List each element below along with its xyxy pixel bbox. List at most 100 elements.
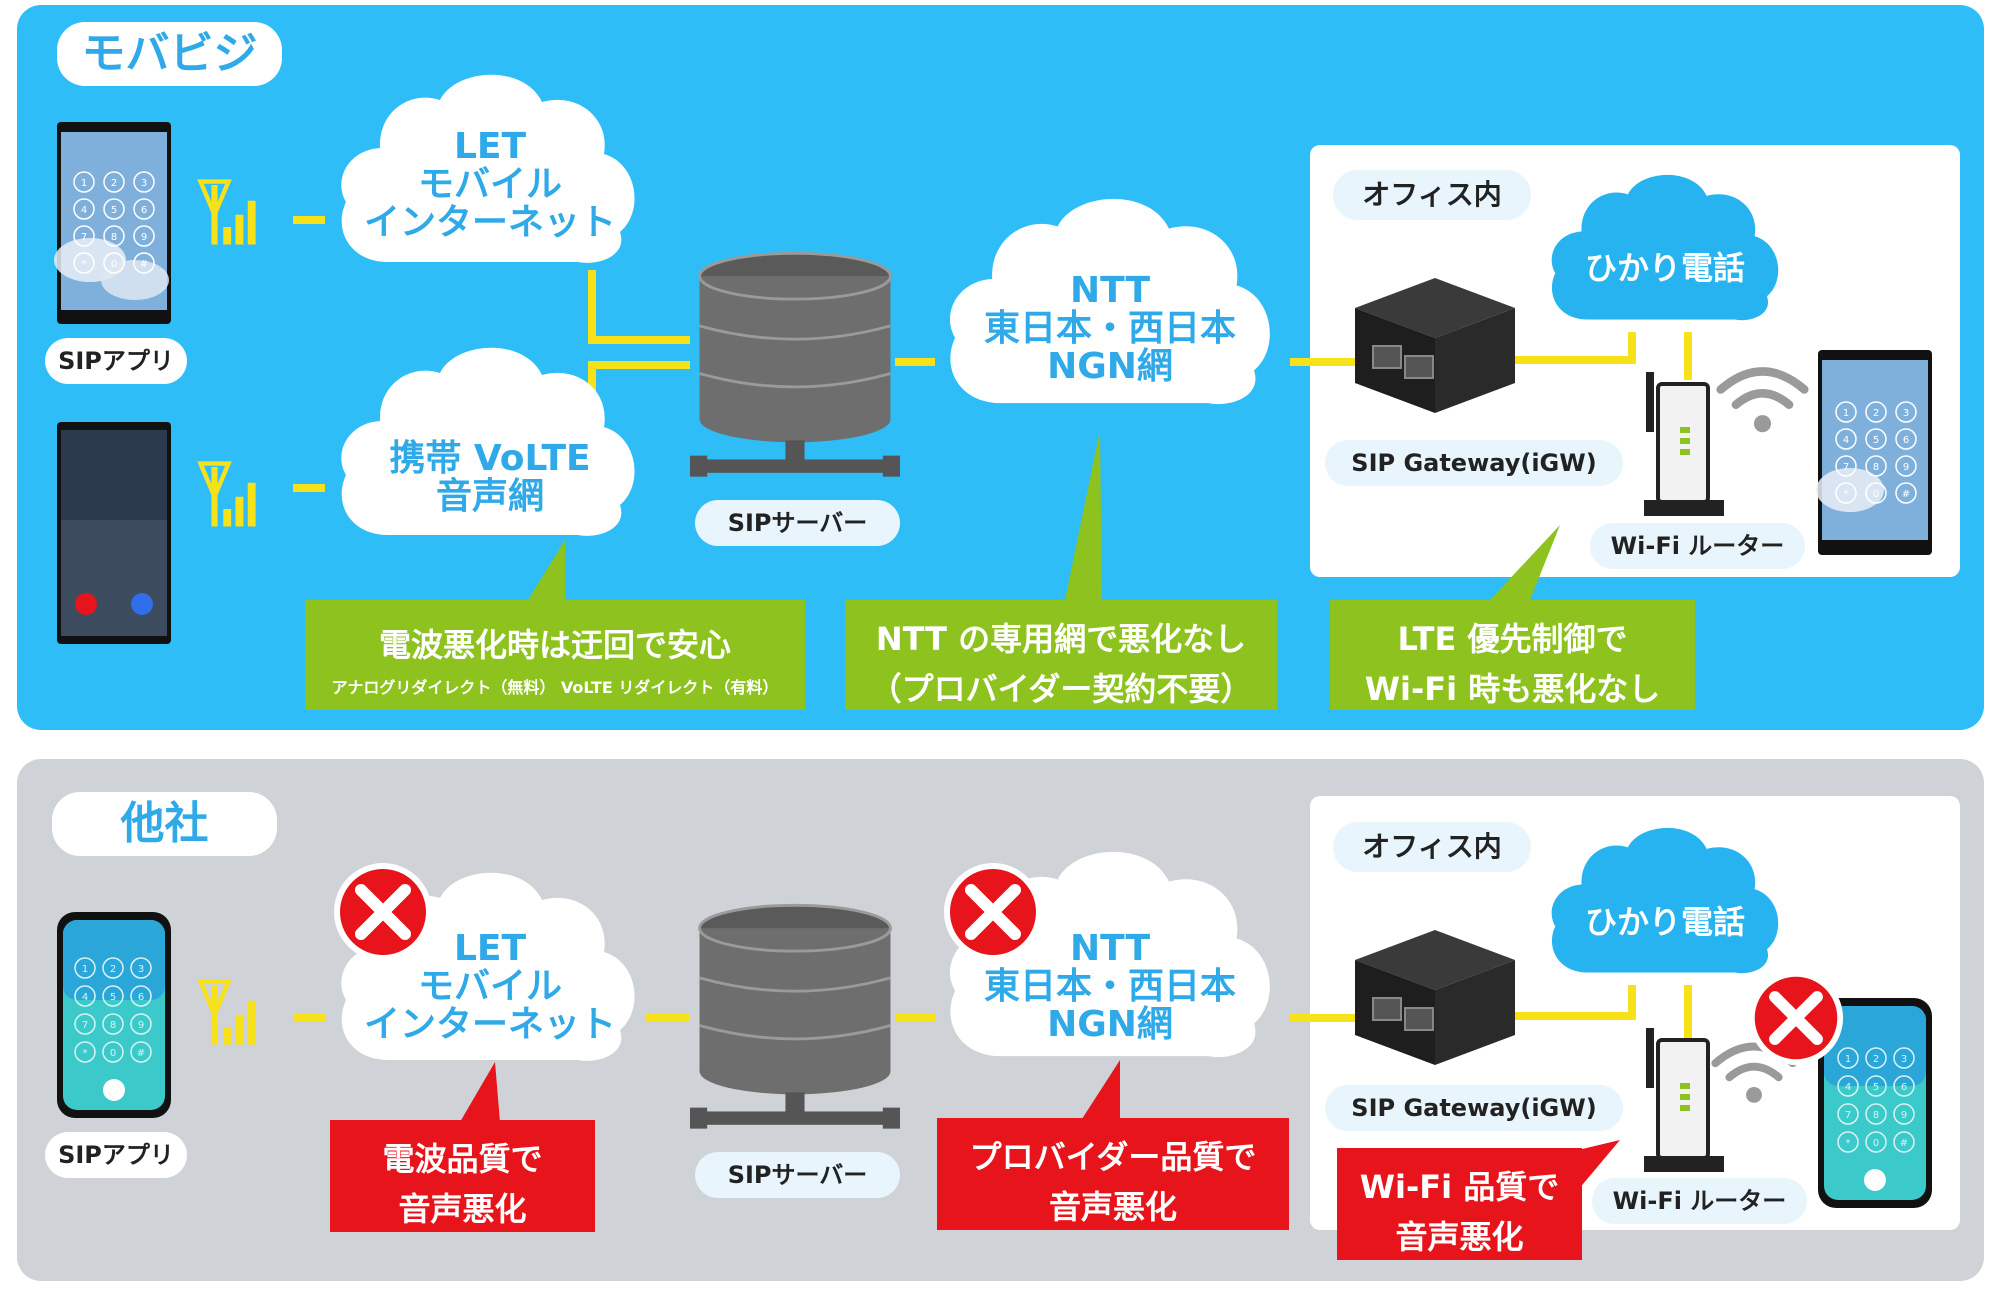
dial-key [1865, 455, 1887, 477]
dial-key [103, 171, 125, 193]
dial-key [74, 1013, 96, 1035]
antenna-icon [201, 982, 256, 1045]
router-icon [1642, 372, 1726, 518]
dial-key-label: 3 [138, 964, 144, 975]
bottom-sip-phone [57, 912, 171, 1118]
dial-key-label: 0 [111, 259, 117, 270]
bottom-connectors [293, 985, 1692, 1040]
sip-server-icon [690, 903, 900, 1131]
top-sip-phone-2 [57, 422, 171, 644]
cloud-hikari-top [1551, 174, 1779, 321]
dial-key [1893, 1075, 1915, 1097]
dial-key-label: 9 [141, 232, 147, 243]
dial-key [1865, 401, 1887, 423]
callout-pointer [1490, 525, 1560, 600]
dial-key-label: 7 [1845, 1110, 1851, 1121]
callout-bottom-1: 電波品質で 音声悪化 [330, 1120, 595, 1232]
dial-key-label: 0 [1873, 489, 1879, 500]
callout-pointer [1065, 430, 1102, 600]
dial-key [103, 225, 125, 247]
dial-key-label: 2 [111, 178, 117, 189]
dial-key [133, 198, 155, 220]
dial-key-label: 4 [82, 992, 88, 1003]
dial-key [1865, 1047, 1887, 1069]
callout-top-2: NTT の専用網で悪化なし （プロバイダー契約不要） [845, 600, 1277, 710]
dial-key-label: 2 [1873, 1054, 1879, 1065]
cloud-hikari-text: ひかり電話 [1584, 903, 1745, 941]
dial-key [73, 225, 95, 247]
callout-bottom-2: プロバイダー品質で 音声悪化 [937, 1118, 1289, 1230]
dial-key [74, 985, 96, 1007]
cloud-let-text: LET モバイル インターネット [363, 126, 616, 243]
cloud-ntt-text: NTT 東日本・西日本 NGN網 [983, 928, 1236, 1045]
sip-app-label: SIPアプリ [45, 1132, 187, 1178]
dial-key [1895, 482, 1917, 504]
dial-key-label: 4 [81, 205, 87, 216]
dial-key-label: 6 [1901, 1082, 1907, 1093]
router-icon [1642, 1028, 1726, 1174]
dial-key [130, 1041, 152, 1063]
office-label: オフィス内 [1333, 822, 1531, 872]
dial-key [1893, 1131, 1915, 1153]
dial-key [73, 171, 95, 193]
gateway-label: SIP Gateway(iGW) [1325, 440, 1623, 486]
sip-server-label: SIPサーバー [695, 500, 900, 546]
dial-key-label: 5 [1873, 435, 1879, 446]
gateway-label: SIP Gateway(iGW) [1325, 1085, 1623, 1131]
cloud-volte-text: 携帯 VoLTE 音声網 [389, 438, 591, 517]
dial-key-label: 1 [81, 178, 87, 189]
dial-key [103, 252, 125, 274]
top-connectors [293, 216, 1692, 492]
dial-key-label: 3 [1903, 408, 1909, 419]
dial-key-label: 6 [138, 992, 144, 1003]
callout-pointer [460, 1062, 500, 1122]
cloud-hikari-text: ひかり電話 [1584, 249, 1745, 287]
dial-key [133, 171, 155, 193]
dial-key [1835, 482, 1857, 504]
dial-key-label: * [82, 259, 87, 270]
dial-key-label: 2 [110, 964, 116, 975]
callout-top-1: 電波悪化時は迂回で安心 アナログリダイレクト（無料） VoLTE リダイレクト（… [305, 600, 805, 710]
dial-key [130, 957, 152, 979]
cloud-ntt-text: NTT 東日本・西日本 NGN網 [983, 270, 1236, 387]
dial-key [133, 252, 155, 274]
dial-key-label: 8 [1873, 1110, 1879, 1121]
dial-key-label: 5 [110, 992, 116, 1003]
top-sip-phone-1 [54, 122, 171, 324]
router-label: Wi-Fi ルーター [1592, 1178, 1807, 1224]
cloud-let-text: LET モバイル インターネット [363, 928, 616, 1045]
dial-key-label: 9 [1901, 1110, 1907, 1121]
dial-key [1865, 428, 1887, 450]
router-label: Wi-Fi ルーター [1590, 523, 1805, 569]
dial-key-label: 7 [1843, 462, 1849, 473]
dial-key [1865, 482, 1887, 504]
dial-key [1837, 1075, 1859, 1097]
dial-key [1835, 401, 1857, 423]
dial-key [1837, 1103, 1859, 1125]
dial-key [74, 1041, 96, 1063]
dial-key-label: # [1900, 1138, 1908, 1149]
dial-key [130, 1013, 152, 1035]
dial-key-label: 6 [141, 205, 147, 216]
section-title-bottom: 他社 [52, 792, 277, 856]
gateway-icon [1354, 929, 1516, 1066]
dial-key-label: * [1844, 489, 1849, 500]
dial-key-label: # [1902, 489, 1910, 500]
dial-key-label: 1 [82, 964, 88, 975]
dial-key-label: 7 [81, 232, 87, 243]
dial-key-label: 8 [111, 232, 117, 243]
antenna-icon [201, 182, 256, 245]
dial-key [74, 957, 96, 979]
dial-key-label: * [83, 1048, 88, 1059]
dial-key [1895, 428, 1917, 450]
dial-key [1835, 455, 1857, 477]
callout-pointer [1578, 1140, 1620, 1190]
dial-key [1893, 1103, 1915, 1125]
dial-key [1895, 455, 1917, 477]
dial-key [102, 957, 124, 979]
dial-key-label: 4 [1845, 1082, 1851, 1093]
